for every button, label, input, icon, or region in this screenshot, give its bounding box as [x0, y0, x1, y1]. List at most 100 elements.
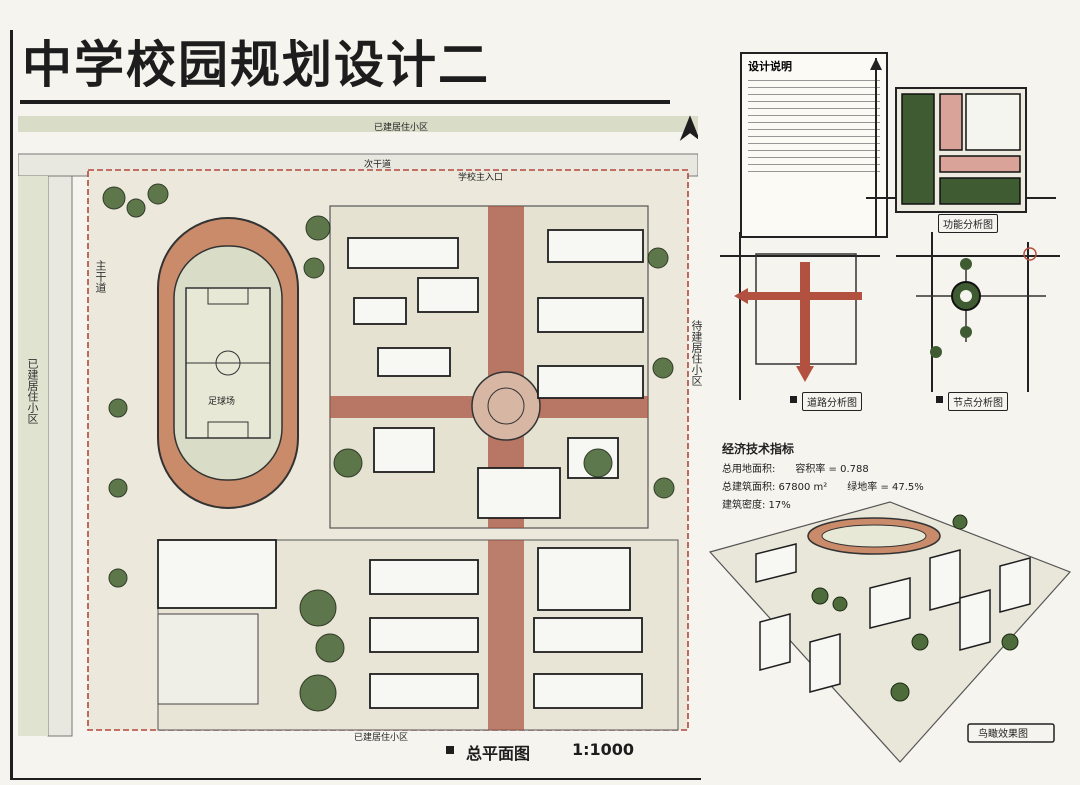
tree	[911, 633, 929, 651]
aerial-buildings	[755, 543, 1031, 693]
aerial-building	[959, 589, 991, 651]
main-road	[47, 175, 73, 737]
green-ratio: 绿地率 = 47.5%	[847, 482, 924, 493]
handwriting-line	[748, 164, 880, 165]
tree	[147, 183, 169, 205]
green-zone	[939, 177, 1021, 205]
building	[537, 297, 644, 333]
master-plan-frame	[10, 30, 701, 780]
handwriting-line	[748, 80, 880, 81]
label-main-road: 主干道	[94, 260, 107, 293]
tree	[126, 198, 146, 218]
handwriting-line	[748, 157, 880, 158]
tree	[315, 633, 345, 663]
teaching-zone-block	[965, 93, 1021, 151]
plan-caption: 总平面图	[466, 744, 531, 763]
tree-clusters	[102, 183, 675, 712]
land-area: 总用地面积:	[722, 464, 776, 475]
road-analysis-caption: 道路分析图	[802, 392, 862, 411]
label-right-residential: 待建居住小区	[690, 320, 703, 386]
handwriting-line	[748, 87, 880, 88]
node-analysis-diagram	[896, 232, 1060, 392]
building	[533, 673, 643, 709]
tree	[305, 215, 331, 241]
aerial-building	[759, 613, 791, 671]
living-zone	[939, 93, 963, 151]
dormitory-zone	[939, 155, 1021, 173]
economic-indicators: 经济技术指标 总用地面积: 容积率 = 0.788 总建筑面积: 67800 m…	[722, 440, 924, 511]
tree	[108, 568, 128, 588]
building	[369, 673, 479, 709]
aerial-building	[809, 633, 841, 693]
arrow-left-icon	[734, 288, 748, 304]
tree	[108, 478, 128, 498]
central-plaza	[471, 371, 541, 441]
field-goal-box-top	[207, 287, 249, 305]
function-analysis-diagram	[866, 58, 1056, 238]
building	[537, 365, 644, 399]
economic-indicators-title: 经济技术指标	[722, 442, 795, 456]
south-axis-path	[488, 540, 524, 730]
aerial-caption: 鸟瞰效果图	[978, 727, 1028, 740]
handwriting-line	[748, 171, 880, 172]
aerial-building	[929, 549, 961, 611]
label-bottom-residential: 已建居住小区	[354, 731, 408, 743]
gymnasium-building	[157, 539, 277, 609]
aerial-caption-box	[967, 723, 1055, 743]
handwriting-line	[748, 136, 880, 137]
building	[537, 547, 631, 611]
tree	[299, 674, 337, 712]
building	[533, 617, 643, 653]
building	[353, 297, 407, 325]
handwriting-line	[748, 94, 880, 95]
compass-icon	[1023, 247, 1037, 261]
building	[477, 467, 561, 519]
field-goal-box-bottom	[207, 421, 249, 439]
central-node-core	[960, 290, 972, 302]
road-analysis-marker	[790, 396, 797, 403]
tree	[102, 186, 126, 210]
aerial-site	[708, 501, 1072, 763]
handwriting-line	[748, 143, 880, 144]
road-axis-horizontal	[744, 292, 862, 300]
aerial-view-drawing: 鸟瞰效果图	[708, 501, 1072, 763]
tree	[652, 357, 674, 379]
building	[377, 347, 451, 377]
aerial-building	[755, 543, 797, 583]
tree	[647, 247, 669, 269]
building	[417, 277, 479, 313]
central-plaza-ring	[487, 387, 525, 425]
tree	[108, 398, 128, 418]
field-center-circle	[215, 350, 241, 376]
label-main-entrance: 学校主入口	[458, 171, 503, 183]
plan-caption-marker	[446, 746, 454, 754]
building	[369, 617, 479, 653]
road-analysis-diagram	[720, 232, 880, 400]
design-notes-box: 设计说明	[740, 52, 888, 238]
building-density: 建筑密度: 17%	[722, 500, 791, 511]
tree	[952, 514, 968, 530]
aerial-building	[999, 557, 1031, 613]
building-group-south	[157, 539, 643, 709]
design-notes-title: 设计说明	[748, 60, 792, 73]
plan-scale: 1:1000	[572, 740, 635, 759]
master-plan-drawing: 已建居住小区 次干道 学校主入口 足球场 已建居住小区	[18, 115, 698, 743]
handwriting-line	[748, 150, 880, 151]
node	[960, 326, 972, 338]
tree	[299, 589, 337, 627]
building-group-core	[347, 229, 644, 519]
tree	[811, 587, 829, 605]
label-top-road: 次干道	[364, 158, 391, 170]
tree	[890, 682, 910, 702]
node-analysis-marker	[936, 396, 943, 403]
page-title: 中学校园规划设计二	[22, 35, 490, 94]
handwriting-line	[748, 108, 880, 109]
tree	[303, 257, 325, 279]
node	[960, 258, 972, 270]
north-arrow-icon	[679, 115, 698, 141]
aerial-trees	[811, 514, 1019, 702]
tree	[653, 477, 675, 499]
handwriting-line	[748, 122, 880, 123]
label-top-residential: 已建居住小区	[374, 121, 428, 133]
label-left-residential: 已建居住小区	[26, 358, 39, 424]
